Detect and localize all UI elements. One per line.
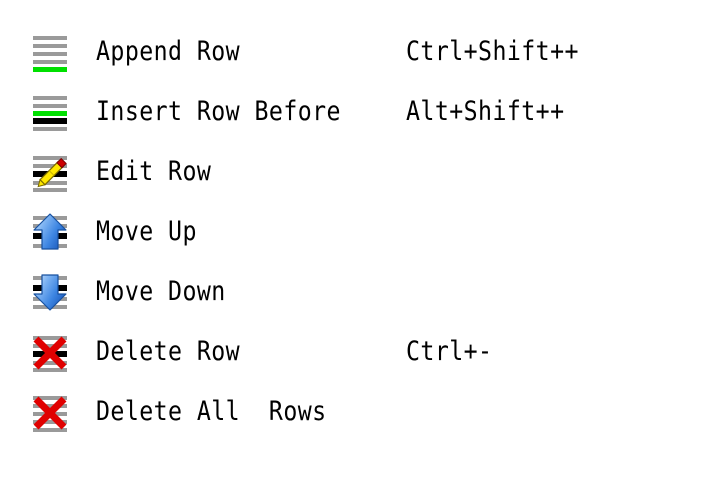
icon-cell (0, 91, 96, 133)
insert-row-before-icon (29, 91, 71, 133)
icon-cell (0, 391, 96, 433)
icon-cell (0, 271, 96, 313)
menu-item-label: Append Row (96, 36, 241, 67)
menu-item-delete-row[interactable]: Delete Row Ctrl+- (0, 322, 725, 382)
menu-item-label: Insert Row Before (96, 96, 341, 127)
delete-all-rows-icon (29, 391, 71, 433)
menu-item-insert-row-before[interactable]: Insert Row Before Alt+Shift++ (0, 82, 725, 142)
icon-cell (0, 331, 96, 373)
menu-item-label: Edit Row (96, 156, 212, 187)
menu-item-shortcut: Ctrl+Shift++ (406, 36, 579, 67)
menu-item-shortcut: Alt+Shift++ (406, 96, 565, 127)
append-row-icon (29, 31, 71, 73)
edit-row-icon (29, 151, 71, 193)
menu-item-move-down[interactable]: Move Down (0, 262, 725, 322)
menu-item-label: Move Down (96, 276, 226, 307)
menu-item-delete-all-rows[interactable]: Delete All Rows (0, 382, 725, 442)
menu-item-label: Delete All Rows (96, 396, 327, 427)
icon-cell (0, 211, 96, 253)
menu-item-append-row[interactable]: Append Row Ctrl+Shift++ (0, 22, 725, 82)
icon-cell (0, 151, 96, 193)
move-down-icon (29, 271, 71, 313)
menu-item-label: Delete Row (96, 336, 241, 367)
icon-cell (0, 31, 96, 73)
menu-item-move-up[interactable]: Move Up (0, 202, 725, 262)
delete-row-icon (29, 331, 71, 373)
move-up-icon (29, 211, 71, 253)
menu-item-shortcut: Ctrl+- (406, 336, 493, 367)
menu-item-edit-row[interactable]: Edit Row (0, 142, 725, 202)
menu-item-label: Move Up (96, 216, 197, 247)
